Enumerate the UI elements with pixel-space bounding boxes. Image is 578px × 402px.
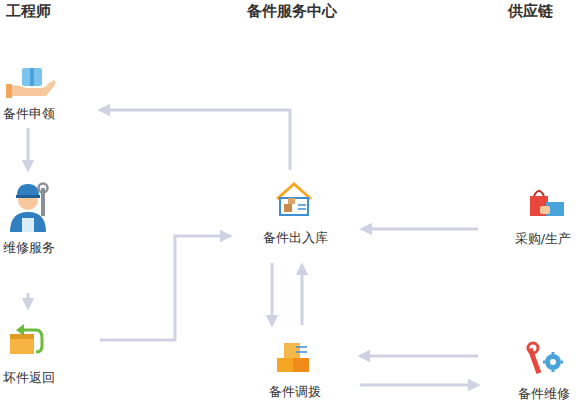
shopping-bag-icon (530, 191, 564, 216)
flow-arrow (27, 128, 30, 170)
column-header: 工程师 (6, 2, 51, 21)
flow-arrow (360, 384, 478, 387)
node-label: 备件申领 (3, 106, 55, 122)
node-label: 备件出入库 (263, 230, 328, 246)
return-box-icon (10, 324, 42, 354)
column-header: 备件服务中心 (247, 2, 337, 21)
flow-arrow (100, 110, 290, 170)
process-node: 维修服务 (0, 178, 58, 256)
flow-arrow (27, 293, 30, 308)
flow-arrow (301, 265, 304, 325)
node-label: 坏件返回 (3, 370, 55, 386)
stacked-boxes-icon (277, 343, 309, 372)
process-node: 备件调拨 (258, 338, 332, 400)
process-node: 坏件返回 (0, 318, 58, 386)
engineer-icon (10, 184, 48, 233)
flow-arrow (360, 355, 478, 358)
node-label: 采购/生产 (515, 231, 571, 247)
node-label: 维修服务 (3, 240, 55, 256)
process-node: 备件申领 (0, 62, 58, 122)
flow-arrow (362, 228, 478, 231)
hand-box-icon (6, 68, 56, 98)
column-header: 供应链 (508, 2, 553, 21)
node-label: 备件维修 (518, 386, 570, 402)
process-node: 采购/生产 (508, 185, 578, 247)
flow-arrow (271, 263, 274, 325)
warehouse-icon (277, 184, 311, 215)
process-node: 备件维修 (512, 340, 576, 402)
flow-arrow (100, 236, 230, 340)
node-label: 备件调拨 (269, 384, 321, 400)
wrench-gear-icon (528, 343, 563, 374)
process-node: 备件出入库 (258, 180, 332, 246)
